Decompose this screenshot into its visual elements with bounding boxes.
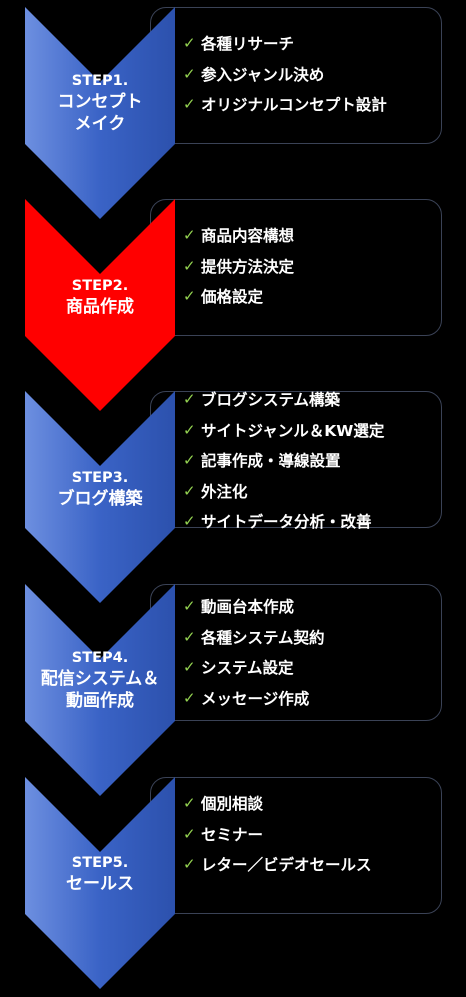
list-item: ✓ セミナー	[183, 819, 372, 850]
step-4-box: ✓ 動画台本作成 ✓ 各種システム契約 ✓ システム設定 ✓ メッセージ作成	[150, 584, 442, 721]
step-5: ✓ 個別相談 ✓ セミナー ✓ レター／ビデオセールス STEP5. セールス	[0, 772, 466, 992]
item-text: 価格設定	[201, 288, 264, 307]
list-item: ✓ 提供方法決定	[183, 251, 294, 282]
check-icon: ✓	[183, 34, 196, 53]
list-item: ✓ 外注化	[183, 476, 384, 507]
list-item: ✓ システム設定	[183, 652, 325, 683]
item-text: サイトデータ分析・改善	[201, 513, 372, 532]
check-icon: ✓	[183, 597, 196, 616]
list-item: ✓ 価格設定	[183, 281, 294, 312]
step-1-items: ✓ 各種リサーチ ✓ 参入ジャンル決め ✓ オリジナルコンセプト設計	[183, 28, 387, 120]
step-number: STEP2.	[71, 278, 129, 294]
step-3-label: STEP3. ブログ構築	[25, 469, 175, 510]
item-text: 記事作成・導線設置	[201, 452, 341, 471]
step-title-line: コンセプト	[57, 91, 143, 112]
step-5-chevron	[25, 777, 175, 989]
check-icon: ✓	[183, 512, 196, 531]
item-text: システム設定	[201, 659, 294, 678]
check-icon: ✓	[183, 451, 196, 470]
list-item: ✓ 参入ジャンル決め	[183, 59, 387, 90]
list-item: ✓ 商品内容構想	[183, 220, 294, 251]
item-text: 外注化	[201, 482, 248, 501]
check-icon: ✓	[183, 481, 196, 500]
step-title-line: ブログ構築	[57, 488, 143, 509]
check-icon: ✓	[183, 420, 196, 439]
step-number: STEP1.	[71, 73, 129, 89]
step-3-chevron	[25, 391, 175, 603]
list-item: ✓ ブログシステム構築	[183, 384, 384, 415]
item-text: オリジナルコンセプト設計	[201, 96, 387, 115]
list-item: ✓ メッセージ作成	[183, 683, 325, 714]
step-title-line: 配信システム＆	[40, 668, 160, 689]
item-text: 各種リサーチ	[201, 35, 295, 54]
check-icon: ✓	[183, 287, 196, 306]
item-text: ブログシステム構築	[201, 391, 341, 410]
item-text: サイトジャンル＆KW選定	[201, 421, 385, 440]
step-number: STEP3.	[71, 470, 129, 486]
list-item: ✓ 各種リサーチ	[183, 28, 387, 59]
list-item: ✓ オリジナルコンセプト設計	[183, 89, 387, 120]
check-icon: ✓	[183, 824, 196, 843]
check-icon: ✓	[183, 658, 196, 677]
item-text: メッセージ作成	[201, 689, 310, 708]
list-item: ✓ 各種システム契約	[183, 622, 325, 653]
step-1: ✓ 各種リサーチ ✓ 参入ジャンル決め ✓ オリジナルコンセプト設計 STEP1. コ…	[0, 0, 466, 220]
step-3-items: ✓ ブログシステム構築 ✓ サイトジャンル＆KW選定 ✓ 記事作成・導線設置 ✓ 外注化…	[183, 384, 384, 537]
step-number: STEP4.	[71, 650, 129, 666]
item-text: 提供方法決定	[201, 257, 295, 276]
step-2-items: ✓ 商品内容構想 ✓ 提供方法決定 ✓ 価格設定	[183, 220, 294, 312]
step-5-box: ✓ 個別相談 ✓ セミナー ✓ レター／ビデオセールス	[150, 777, 442, 914]
list-item: ✓ 動画台本作成	[183, 591, 325, 622]
list-item: ✓ レター／ビデオセールス	[183, 849, 372, 880]
item-text: 個別相談	[201, 795, 264, 814]
step-3: ✓ ブログシステム構築 ✓ サイトジャンル＆KW選定 ✓ 記事作成・導線設置 ✓ 外注化…	[0, 386, 466, 606]
step-2-chevron	[25, 199, 175, 411]
step-1-label: STEP1. コンセプト メイク	[25, 72, 175, 135]
check-icon: ✓	[183, 95, 196, 114]
step-title-line: メイク	[74, 113, 126, 134]
item-text: 各種システム契約	[201, 628, 325, 647]
list-item: ✓ サイトデータ分析・改善	[183, 506, 384, 537]
item-text: 動画台本作成	[201, 598, 295, 617]
list-item: ✓ サイトジャンル＆KW選定	[183, 415, 384, 446]
step-1-chevron	[25, 7, 175, 219]
check-icon: ✓	[183, 855, 196, 874]
item-text: 参入ジャンル決め	[201, 65, 325, 84]
step-4-label: STEP4. 配信システム＆ 動画作成	[25, 649, 175, 712]
step-2-label: STEP2. 商品作成	[25, 277, 175, 318]
check-icon: ✓	[183, 226, 196, 245]
check-icon: ✓	[183, 256, 196, 275]
check-icon: ✓	[183, 64, 196, 83]
step-2-box: ✓ 商品内容構想 ✓ 提供方法決定 ✓ 価格設定	[150, 199, 442, 336]
step-title-line: 商品作成	[66, 296, 134, 317]
step-2: ✓ 商品内容構想 ✓ 提供方法決定 ✓ 価格設定 STEP2. 商品作成	[0, 193, 466, 413]
step-title-line: セールス	[66, 873, 134, 894]
step-5-items: ✓ 個別相談 ✓ セミナー ✓ レター／ビデオセールス	[183, 788, 372, 880]
step-3-box: ✓ ブログシステム構築 ✓ サイトジャンル＆KW選定 ✓ 記事作成・導線設置 ✓ 外注化…	[150, 390, 442, 531]
check-icon: ✓	[183, 627, 196, 646]
list-item: ✓ 記事作成・導線設置	[183, 445, 384, 476]
item-text: セミナー	[201, 825, 264, 844]
item-text: 商品内容構想	[201, 227, 295, 246]
list-item: ✓ 個別相談	[183, 788, 372, 819]
step-5-label: STEP5. セールス	[25, 854, 175, 895]
step-4-chevron	[25, 584, 175, 796]
item-text: レター／ビデオセールス	[201, 856, 372, 875]
step-4-items: ✓ 動画台本作成 ✓ 各種システム契約 ✓ システム設定 ✓ メッセージ作成	[183, 591, 325, 713]
step-4: ✓ 動画台本作成 ✓ 各種システム契約 ✓ システム設定 ✓ メッセージ作成 STEP4…	[0, 579, 466, 799]
check-icon: ✓	[183, 688, 196, 707]
step-title-line: 動画作成	[66, 690, 134, 711]
step-number: STEP5.	[71, 855, 129, 871]
step-1-box: ✓ 各種リサーチ ✓ 参入ジャンル決め ✓ オリジナルコンセプト設計	[150, 7, 442, 144]
check-icon: ✓	[183, 794, 196, 813]
check-icon: ✓	[183, 390, 196, 409]
